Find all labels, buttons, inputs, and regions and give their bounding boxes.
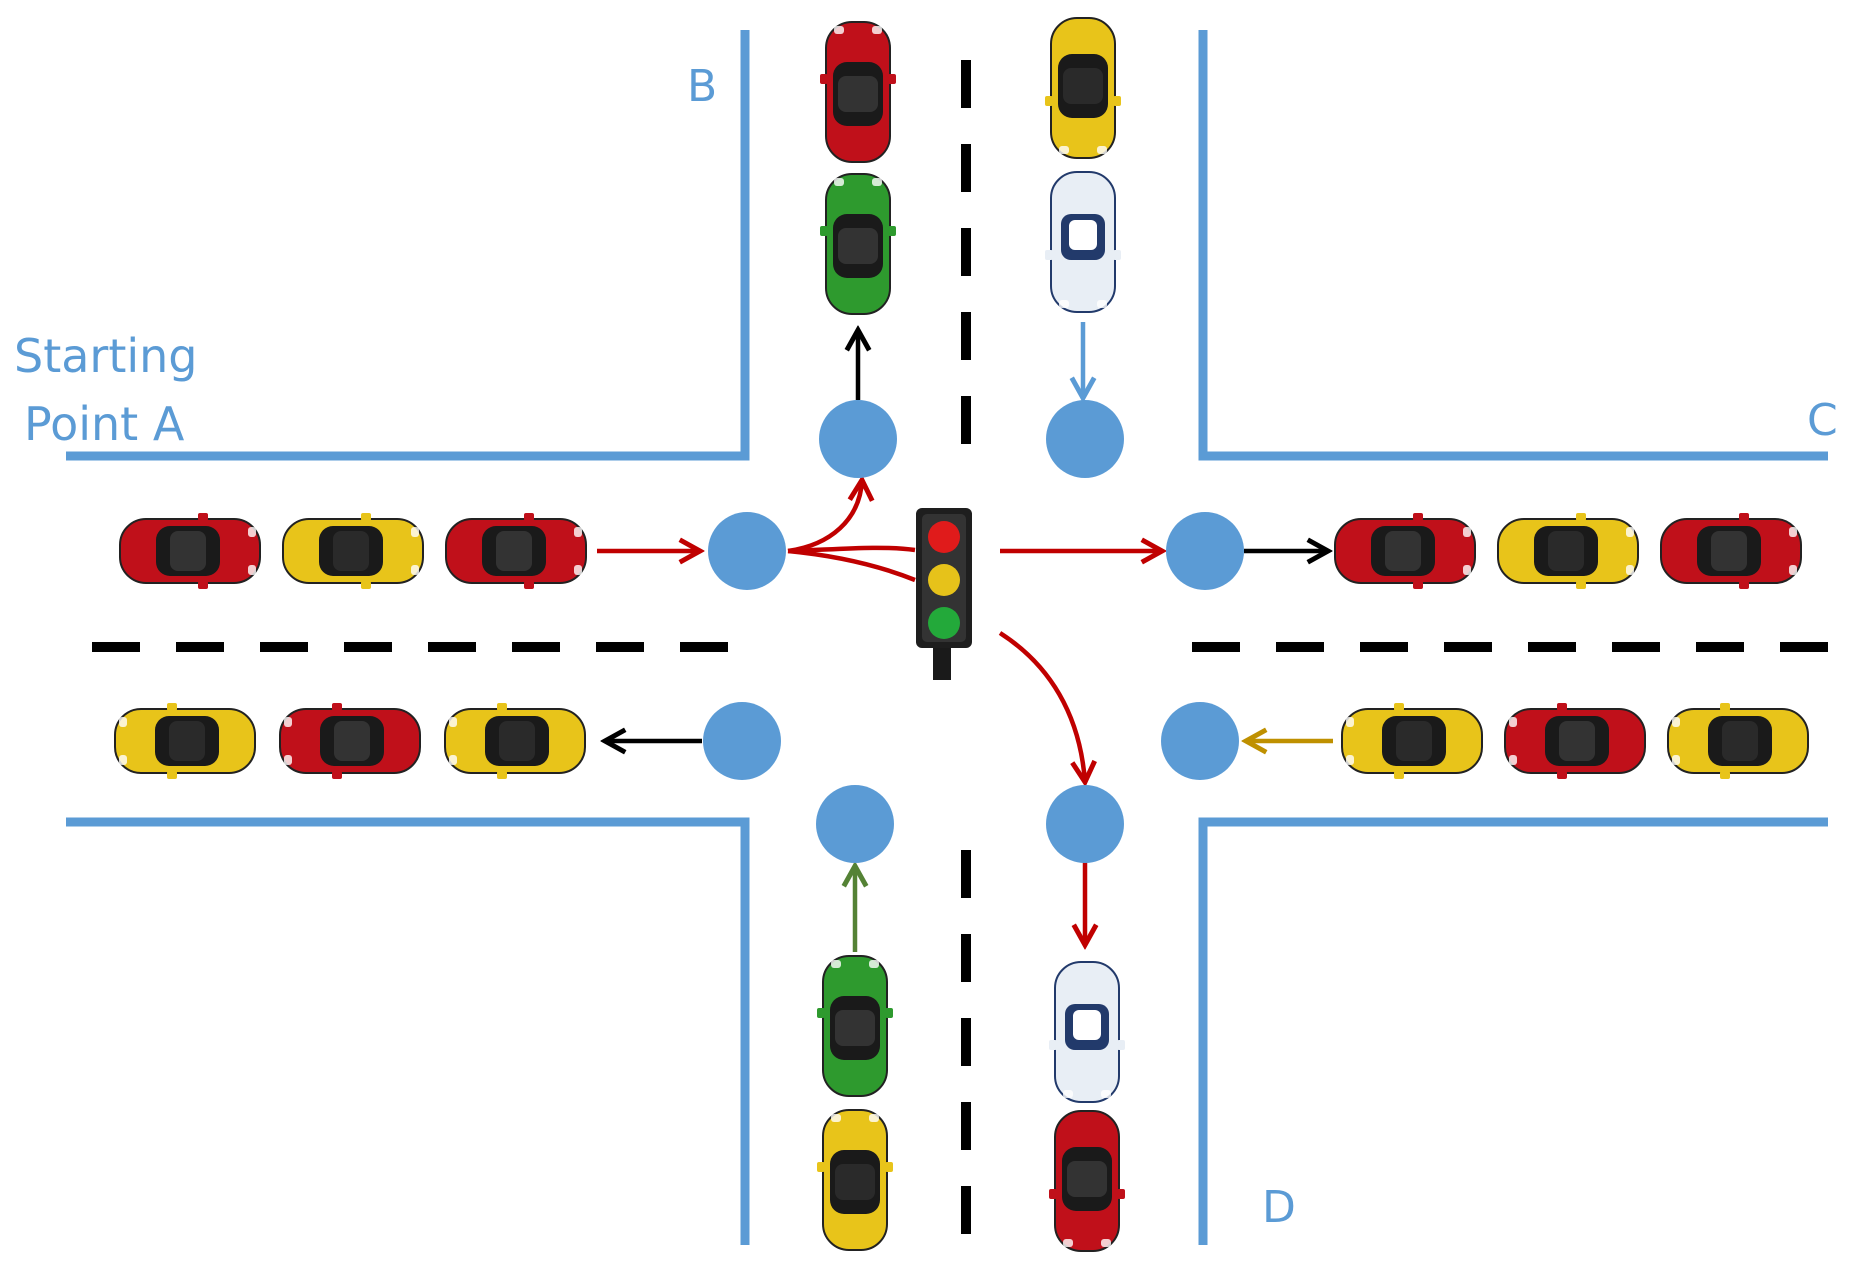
car-west-inbound-1 xyxy=(119,513,261,589)
traffic-light-icon xyxy=(916,508,972,680)
car-west-outbound-3 xyxy=(444,703,586,779)
traffic-light-red-lamp xyxy=(928,521,960,553)
node-south-out xyxy=(1046,785,1124,863)
node-west-out xyxy=(703,702,781,780)
car-east-inbound-2 xyxy=(1504,703,1646,779)
road-edges xyxy=(66,30,1828,1245)
road-edge-southwest xyxy=(66,817,750,1245)
flow-arrows xyxy=(597,322,1333,952)
car-south-outbound-2 xyxy=(1049,1110,1125,1252)
label-starting-line1: Starting xyxy=(14,329,198,383)
lane-dividers xyxy=(92,60,1828,1250)
car-north-outbound-1 xyxy=(820,21,896,163)
road-edge-northwest xyxy=(66,30,750,461)
car-east-outbound-2 xyxy=(1497,513,1639,589)
label-point-d: D xyxy=(1262,1182,1296,1233)
traffic-light-yellow-lamp xyxy=(928,564,960,596)
road-edge-southeast xyxy=(1198,817,1828,1245)
label-point-c: C xyxy=(1807,395,1838,446)
car-west-outbound-1 xyxy=(114,703,256,779)
node-south-in xyxy=(816,785,894,863)
arrow-turn-north xyxy=(787,480,862,554)
label-point-b: B xyxy=(687,61,717,112)
car-east-outbound-1 xyxy=(1334,513,1476,589)
car-north-outbound-2 xyxy=(820,173,896,315)
node-west-in xyxy=(708,512,786,590)
car-east-outbound-3 xyxy=(1660,513,1802,589)
traffic-light-green-lamp xyxy=(928,607,960,639)
car-east-inbound-3 xyxy=(1667,703,1809,779)
label-starting-line2: Point A xyxy=(24,397,185,451)
node-north-in xyxy=(1046,400,1124,478)
car-north-inbound-1 xyxy=(1045,17,1121,159)
road-edge-northeast xyxy=(1198,30,1828,461)
nodes xyxy=(703,400,1244,863)
car-west-inbound-3 xyxy=(445,513,587,589)
car-north-inbound-2 xyxy=(1045,171,1121,313)
node-east-out xyxy=(1166,512,1244,590)
car-south-inbound-1 xyxy=(817,955,893,1097)
car-west-inbound-2 xyxy=(282,513,424,589)
car-west-outbound-2 xyxy=(279,703,421,779)
car-south-outbound-1 xyxy=(1049,961,1125,1103)
node-east-in xyxy=(1161,702,1239,780)
cars xyxy=(114,17,1809,1252)
node-north-out xyxy=(819,400,897,478)
arrow-through-fan xyxy=(787,545,916,554)
car-east-inbound-1 xyxy=(1341,703,1483,779)
car-south-inbound-2 xyxy=(817,1109,893,1251)
arrow-turn-south-fan xyxy=(787,548,916,583)
arrow-to-south-node xyxy=(998,631,1085,782)
